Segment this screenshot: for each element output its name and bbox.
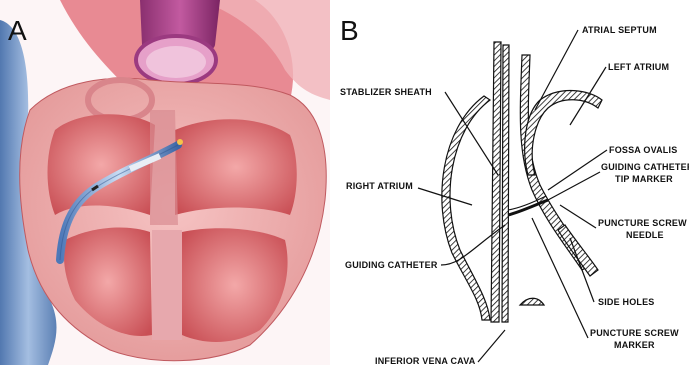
- label-right-atrium: RIGHT ATRIUM: [346, 181, 413, 191]
- panel-a-illustration: [0, 0, 330, 365]
- label-side-holes: SIDE HOLES: [598, 297, 655, 307]
- left-atrium-cavity: [175, 119, 297, 215]
- label-gc-tip-marker-line1: GUIDING CATHETER: [601, 162, 689, 172]
- label-fossa-ovalis: FOSSA OVALIS: [609, 145, 677, 155]
- interatrial-septum: [150, 110, 178, 225]
- label-guiding-catheter: GUIDING CATHETER: [345, 260, 438, 270]
- label-stabilizer-sheath: STABLIZER SHEATH: [340, 87, 432, 97]
- guiding-catheter-shape: [502, 45, 509, 322]
- label-atrial-septum: ATRIAL SEPTUM: [582, 25, 657, 35]
- label-inferior-vena-cava: INFERIOR VENA CAVA: [375, 356, 476, 365]
- label-puncture-screw-marker-line1: PUNCTURE SCREW: [590, 328, 679, 338]
- panel-a-letter: A: [8, 15, 27, 46]
- label-puncture-screw-marker-line2: MARKER: [614, 340, 655, 350]
- label-puncture-screw-needle-line1: PUNCTURE SCREW: [598, 218, 687, 228]
- label-gc-tip-marker-line2: TIP MARKER: [615, 174, 673, 184]
- label-puncture-screw-needle-line2: NEEDLE: [626, 230, 664, 240]
- needle-tip-spark: [177, 139, 183, 145]
- label-left-atrium: LEFT ATRIUM: [608, 62, 669, 72]
- panel-b-letter: B: [340, 15, 359, 46]
